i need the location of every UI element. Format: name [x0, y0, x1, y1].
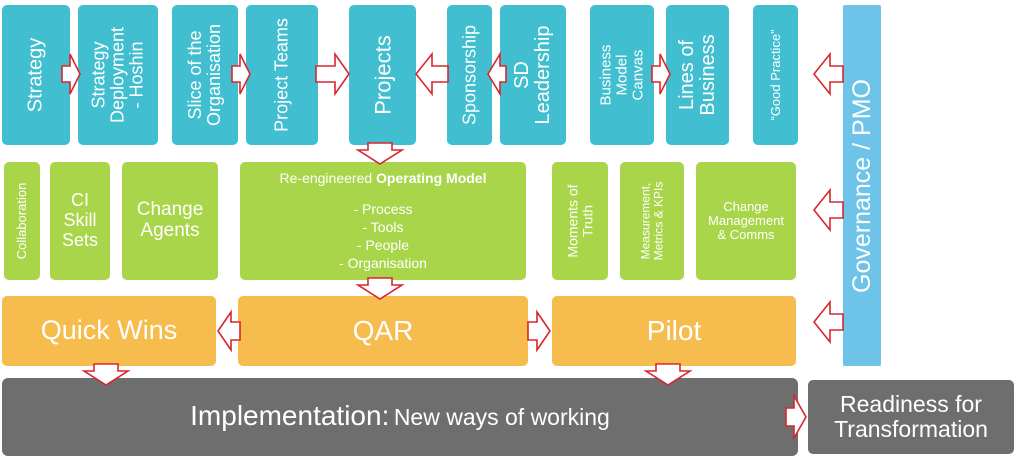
arrow-left-to-projects: [414, 51, 449, 97]
ci-line-1: CI: [71, 190, 89, 211]
strategy-label: Strategy: [24, 37, 47, 113]
change-mgmt-line-1: Change: [723, 198, 769, 214]
arrow-left-to-quick-wins: [217, 309, 241, 353]
collaboration-box: Collaboration: [4, 162, 40, 280]
change-management-box: Change Management & Comms: [696, 162, 796, 280]
sponsorship-box: Sponsorship: [447, 5, 492, 145]
change-management-label: Change Management & Comms: [696, 162, 796, 280]
bmc-line-2: Model: [613, 54, 631, 96]
lines-of-business-label: Lines of Business: [675, 34, 719, 116]
arrow-left-governance-middle: [812, 187, 844, 233]
bmc-line-1: Business: [597, 44, 615, 106]
lines-of-business-box: Lines of Business: [666, 5, 729, 145]
change-agents-label: Change Agents: [122, 162, 218, 280]
strategy-deployment-line-1: Strategy: [88, 41, 109, 109]
readiness-box: Readiness for Transformation: [808, 380, 1014, 454]
operating-model-prefix: Re-engineered: [279, 170, 377, 186]
change-agents-line-1: Change: [136, 199, 204, 221]
sponsorship-label: Sponsorship: [459, 24, 480, 126]
moments-line-2: Truth: [579, 204, 595, 238]
operating-model-box: Re-engineered Operating Model - Process …: [240, 162, 526, 280]
implementation-sub: New ways of working: [393, 404, 610, 430]
measurement-line-1: Measurement,: [638, 182, 653, 260]
collaboration-label: Collaboration: [14, 182, 30, 260]
slice-of-organisation-box: Slice of the Organisation: [172, 5, 238, 145]
strategy-deployment-line-3: - Hoshin: [126, 41, 147, 109]
operating-model-bold: Operating Model: [376, 170, 487, 186]
business-model-canvas-box: Business Model Canvas: [590, 5, 654, 145]
measurement-box: Measurement, Metrics & KPIs: [620, 162, 684, 280]
ci-line-2: Skill: [63, 210, 97, 231]
change-mgmt-line-2: Management: [708, 212, 784, 228]
slice-line-2: Organisation: [204, 23, 224, 127]
good-practice-box: “Good Practice”: [753, 5, 798, 145]
qar-box: QAR: [238, 296, 528, 366]
moments-of-truth-box: Moments of Truth: [552, 162, 608, 280]
implementation-main: Implementation:: [190, 400, 390, 431]
arrow-down-projects: [355, 142, 405, 165]
strategy-deployment-line-2: Deployment: [107, 26, 128, 124]
arrow-left-governance-bottom: [812, 299, 844, 345]
sd-leadership-box: SD Leadership: [500, 5, 566, 145]
quick-wins-label: Quick Wins: [40, 315, 178, 346]
operating-model-list: - Process - Tools - People - Organisatio…: [240, 200, 526, 272]
arrow-left-governance-top: [812, 51, 844, 97]
sd-leadership-line-1: SD: [511, 61, 533, 89]
slice-line-1: Slice of the: [185, 30, 206, 120]
moments-line-1: Moments of: [564, 184, 581, 258]
readiness-line-2: Transformation: [834, 416, 988, 442]
qar-label: QAR: [352, 314, 414, 346]
strategy-box: Strategy: [2, 5, 70, 145]
bmc-line-3: Canvas: [628, 49, 646, 101]
pilot-box: Pilot: [552, 296, 796, 366]
change-agents-line-2: Agents: [140, 220, 200, 241]
ci-line-3: Sets: [61, 229, 99, 250]
slice-of-organisation-label: Slice of the Organisation: [185, 23, 224, 127]
business-model-canvas-label: Business Model Canvas: [597, 44, 646, 106]
arrow-right-project-teams: [315, 51, 350, 97]
readiness-line-1: Readiness for: [840, 390, 982, 417]
lob-line-1: Lines of: [675, 39, 698, 111]
strategy-deployment-label: Strategy Deployment - Hoshin: [88, 26, 147, 124]
operating-model-item: - Organisation: [339, 255, 427, 271]
sd-leadership-line-2: Leadership: [532, 25, 554, 125]
strategy-deployment-box: Strategy Deployment - Hoshin: [78, 5, 158, 145]
readiness-label: Readiness for Transformation: [808, 380, 1014, 454]
change-agents-box: Change Agents: [122, 162, 218, 280]
moments-of-truth-label: Moments of Truth: [564, 184, 595, 258]
governance-label: Governance / PMO: [847, 78, 876, 293]
governance-box: Governance / PMO: [843, 5, 881, 366]
ci-skill-sets-label: CI Skill Sets: [50, 162, 110, 280]
projects-label: Projects: [369, 35, 395, 115]
operating-model-item: - People: [356, 237, 410, 253]
operating-model-item: - Tools: [362, 219, 404, 235]
projects-box: Projects: [349, 5, 416, 145]
project-teams-label: Project Teams: [271, 18, 292, 132]
sd-leadership-label: SD Leadership: [511, 25, 554, 125]
arrow-right-to-pilot: [527, 309, 551, 353]
implementation-box: Implementation: New ways of working: [2, 378, 798, 456]
good-practice-label: “Good Practice”: [767, 29, 783, 121]
change-mgmt-line-3: & Comms: [717, 227, 775, 243]
ci-skill-sets-box: CI Skill Sets: [50, 162, 110, 280]
lob-line-2: Business: [696, 34, 719, 116]
pilot-label: Pilot: [646, 314, 702, 346]
project-teams-box: Project Teams: [246, 5, 318, 145]
measurement-line-2: Metrics & KPIs: [651, 181, 665, 261]
implementation-label: Implementation: New ways of working: [2, 400, 798, 432]
measurement-label: Measurement, Metrics & KPIs: [638, 181, 665, 261]
operating-model-item: - Process: [353, 201, 413, 217]
operating-model-title: Re-engineered Operating Model: [240, 170, 526, 186]
quick-wins-box: Quick Wins: [2, 296, 216, 366]
